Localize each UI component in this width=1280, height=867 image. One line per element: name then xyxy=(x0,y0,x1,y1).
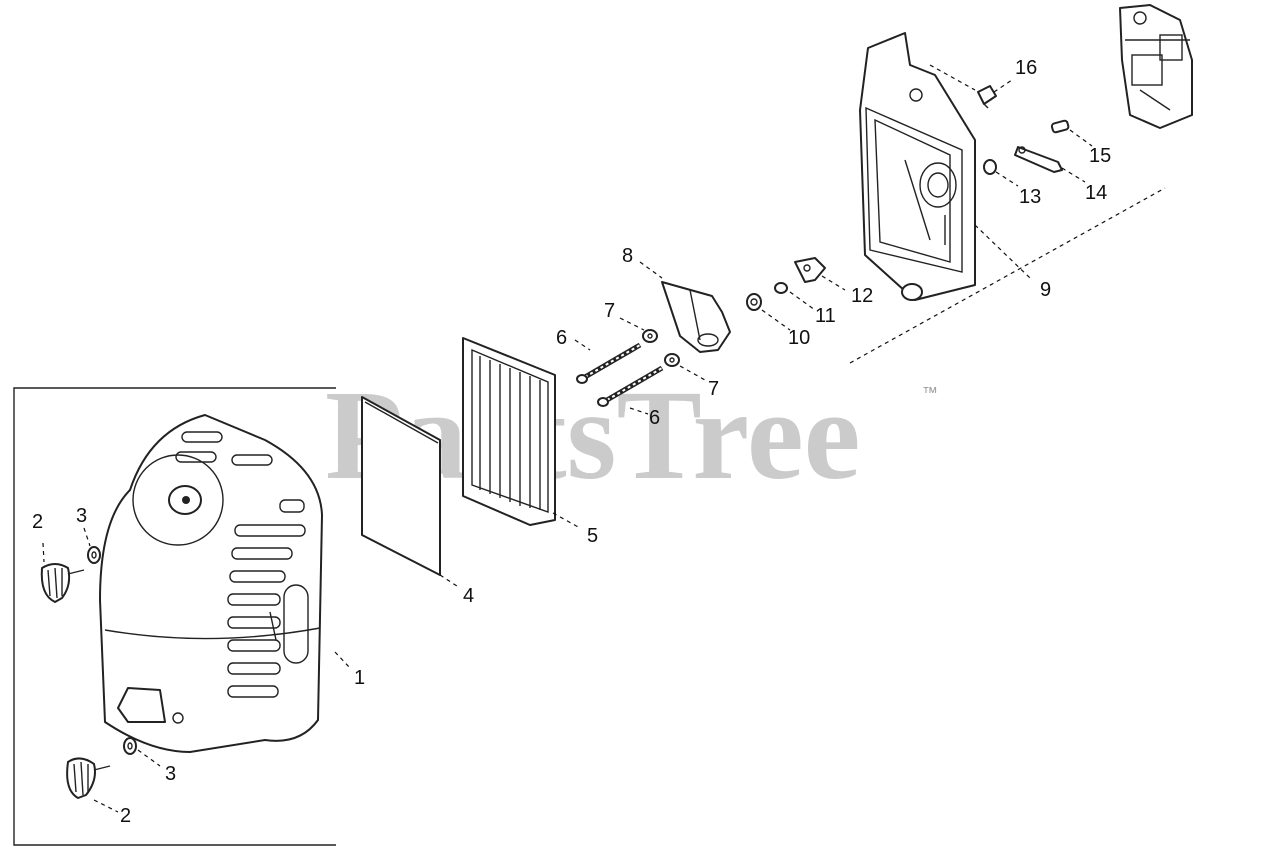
part-9-base-plate[interactable] xyxy=(859,32,976,301)
part-3-washer-lower[interactable] xyxy=(123,737,137,755)
part-2-knob-lower[interactable] xyxy=(66,757,111,799)
part-5-filter-element[interactable] xyxy=(462,337,556,526)
part-15-pin[interactable] xyxy=(1050,119,1070,134)
label-13: 13 xyxy=(1019,186,1041,208)
part-1-cover[interactable] xyxy=(99,414,323,753)
part-3-washer-upper[interactable] xyxy=(87,546,101,564)
part-8-deflector[interactable] xyxy=(661,281,731,353)
part-6-bolt-upper[interactable] xyxy=(576,342,642,384)
label-3-lower: 3 xyxy=(165,763,176,785)
part-2-knob-upper[interactable] xyxy=(40,563,85,603)
label-11: 11 xyxy=(815,305,836,327)
label-12: 12 xyxy=(851,285,873,307)
label-2-upper: 2 xyxy=(32,511,43,533)
part-12-bracket[interactable] xyxy=(794,257,826,283)
callout-labels: 1 2 2 3 3 4 5 6 6 7 7 8 9 10 11 12 13 14… xyxy=(32,57,1111,827)
label-8: 8 xyxy=(622,245,633,267)
label-6-upper: 6 xyxy=(556,327,567,349)
part-7-washer-upper[interactable] xyxy=(642,329,658,343)
label-1: 1 xyxy=(354,667,365,689)
carburetor[interactable] xyxy=(1119,4,1193,129)
label-14: 14 xyxy=(1085,182,1107,204)
part-13-washer[interactable] xyxy=(983,159,997,175)
label-7-upper: 7 xyxy=(604,300,615,322)
group-frame xyxy=(13,387,336,846)
part-16-screw[interactable] xyxy=(977,85,997,109)
part-10-nut[interactable] xyxy=(746,293,762,311)
label-2-lower: 2 xyxy=(120,805,131,827)
assembly-lines xyxy=(849,64,1166,364)
part-11-washer[interactable] xyxy=(774,282,788,294)
part-6-bolt-lower[interactable] xyxy=(597,365,664,407)
leader-lines xyxy=(42,79,1093,813)
label-5: 5 xyxy=(587,525,598,547)
label-15: 15 xyxy=(1089,145,1111,167)
part-7-washer-lower[interactable] xyxy=(664,353,680,367)
watermark-trademark: ™ xyxy=(922,385,938,402)
label-4: 4 xyxy=(463,585,474,607)
label-16: 16 xyxy=(1015,57,1037,79)
label-9: 9 xyxy=(1040,279,1051,301)
part-14-link[interactable] xyxy=(1014,146,1063,173)
label-3-upper: 3 xyxy=(76,505,87,527)
label-6-lower: 6 xyxy=(649,407,660,429)
label-7-lower: 7 xyxy=(708,378,719,400)
label-10: 10 xyxy=(788,327,810,349)
